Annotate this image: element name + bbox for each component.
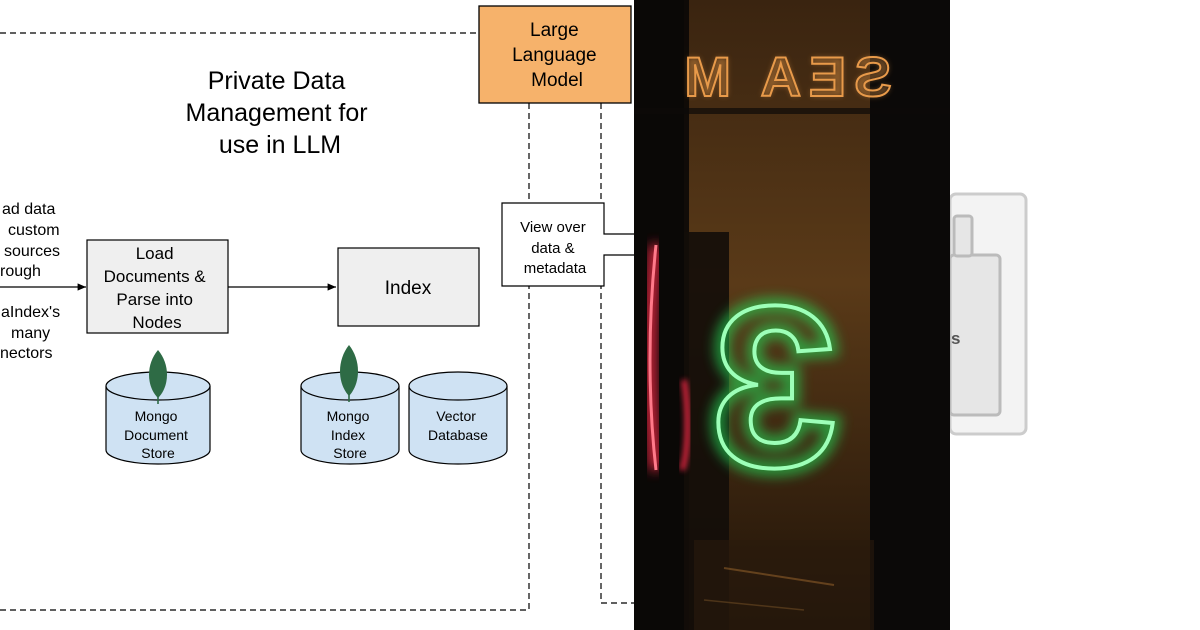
svg-text:Mongo Index St: Mongo Index Store: [327, 408, 374, 461]
architecture-diagram: Private Data Management for use in LLM L…: [0, 5, 634, 611]
view-over-data-node: View over data & metadata: [501, 202, 634, 287]
svg-text:Mongo Document: Mongo Document Store: [124, 408, 192, 461]
svg-text:Vector Database: Vector Database: [428, 408, 488, 443]
side-panel: s: [950, 0, 1200, 630]
clipboard-icon: [950, 192, 1028, 436]
svg-text:View over data &: View over data & metadata: [520, 219, 590, 277]
llm-boundary: [600, 103, 634, 604]
leaf-icon: [340, 345, 358, 402]
vector-database: Vector Database: [408, 371, 508, 465]
partial-label: s: [951, 329, 960, 348]
red-neon-tube: [644, 244, 691, 471]
llm-node: Large Language Model: [478, 5, 632, 104]
svg-text:SEA M: SEA M: [676, 45, 891, 108]
neon-sign-photo: SEA M SEA M 3 3: [634, 0, 950, 630]
svg-text:Large Language: Large Language Model: [512, 20, 602, 91]
leaf-icon: [149, 350, 167, 404]
green-neon-glyph: 3 3: [702, 250, 846, 523]
index-node: Index: [337, 247, 480, 327]
svg-text:Load Documents &: Load Documents & Parse into Nodes: [104, 244, 211, 332]
source-description: ad data custom sources rough aIndex's ma…: [0, 201, 65, 362]
load-documents-node: Load Documents & Parse into Nodes: [86, 239, 229, 334]
diagram-title: Private Data Management for use in LLM: [186, 67, 375, 159]
mirrored-sign-text: SEA M SEA M: [675, 44, 892, 109]
svg-text:3: 3: [710, 258, 838, 515]
svg-text:SEA M: SEA M: [676, 45, 891, 108]
svg-text:Index: Index: [385, 278, 432, 299]
svg-text:3: 3: [710, 258, 838, 515]
mongo-document-store: Mongo Document Store: [105, 371, 211, 465]
